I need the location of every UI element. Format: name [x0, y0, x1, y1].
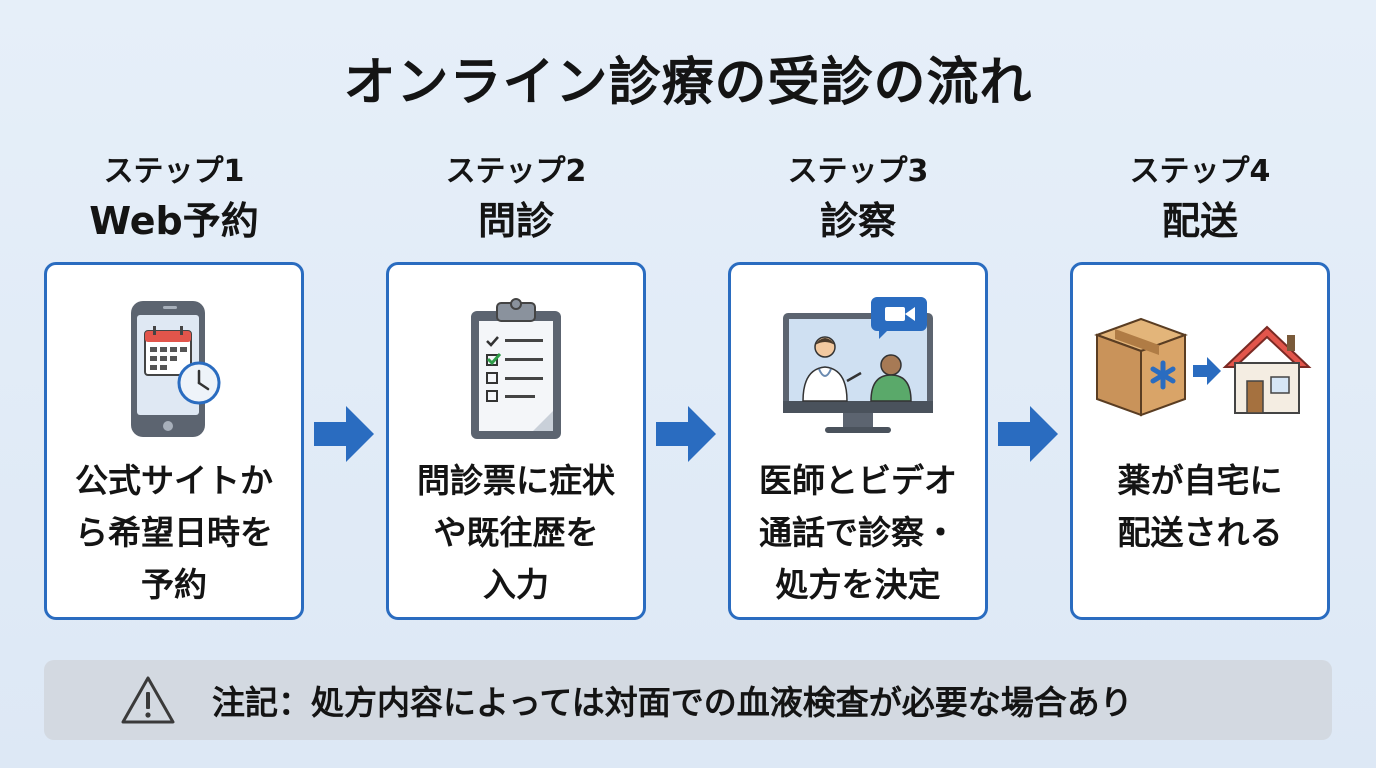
step-1-card: 公式サイトか ら希望日時を 予約	[44, 262, 304, 620]
step-4-header: ステップ4 配送	[1070, 152, 1330, 246]
step-4-number: ステップ4	[1129, 154, 1271, 189]
step-4-card: 薬が自宅に 配送される	[1070, 262, 1330, 620]
step-1-description: 公式サイトか ら希望日時を 予約	[55, 455, 293, 611]
delivery-box-house-icon	[1073, 285, 1327, 455]
step-4-name: 配送	[1161, 199, 1238, 243]
step-1-number: ステップ1	[103, 154, 245, 189]
desc-line: 入力	[483, 565, 549, 604]
step-3-number: ステップ3	[787, 154, 929, 189]
step-3-description: 医師とビデオ 通話で診察・ 処方を決定	[739, 455, 977, 611]
desc-line: 医師とビデオ	[759, 461, 957, 500]
desc-line: 処方を決定	[775, 565, 941, 604]
note-text: 注記：処方内容によっては対面での血液検査が必要な場合あり	[212, 683, 1133, 722]
arrow-right-icon	[656, 406, 716, 462]
desc-line: 予約	[141, 565, 207, 604]
arrow-right-icon	[998, 406, 1058, 462]
step-1-name: Web予約	[89, 199, 259, 243]
desc-line: 通話で診察・	[759, 513, 957, 552]
step-2-description: 問診票に症状 や既往歴を 入力	[397, 455, 635, 611]
clipboard-checklist-icon	[389, 285, 643, 455]
step-2-card: 問診票に症状 や既往歴を 入力	[386, 262, 646, 620]
step-2-number: ステップ2	[445, 154, 587, 189]
step-1-header: ステップ1 Web予約	[44, 152, 304, 246]
step-3-header: ステップ3 診察	[728, 152, 988, 246]
desc-line: や既往歴を	[433, 513, 599, 552]
step-2-name: 問診	[477, 199, 554, 243]
step-2-header: ステップ2 問診	[386, 152, 646, 246]
smartphone-calendar-icon	[47, 285, 301, 455]
step-4-description: 薬が自宅に 配送される	[1081, 455, 1319, 559]
desc-line: 公式サイトか	[75, 461, 273, 500]
step-3-name: 診察	[819, 199, 896, 243]
video-consultation-monitor-icon	[731, 285, 985, 455]
desc-line: ら希望日時を	[75, 513, 273, 552]
note-bar: 注記：処方内容によっては対面での血液検査が必要な場合あり	[44, 660, 1332, 740]
desc-line: 問診票に症状	[417, 461, 615, 500]
warning-triangle-icon	[121, 676, 175, 724]
arrow-right-icon	[314, 406, 374, 462]
desc-line: 薬が自宅に	[1117, 461, 1283, 500]
step-3-card: 医師とビデオ 通話で診察・ 処方を決定	[728, 262, 988, 620]
desc-line: 配送される	[1117, 513, 1283, 552]
page-title: オンライン診療の受診の流れ	[343, 53, 1033, 113]
